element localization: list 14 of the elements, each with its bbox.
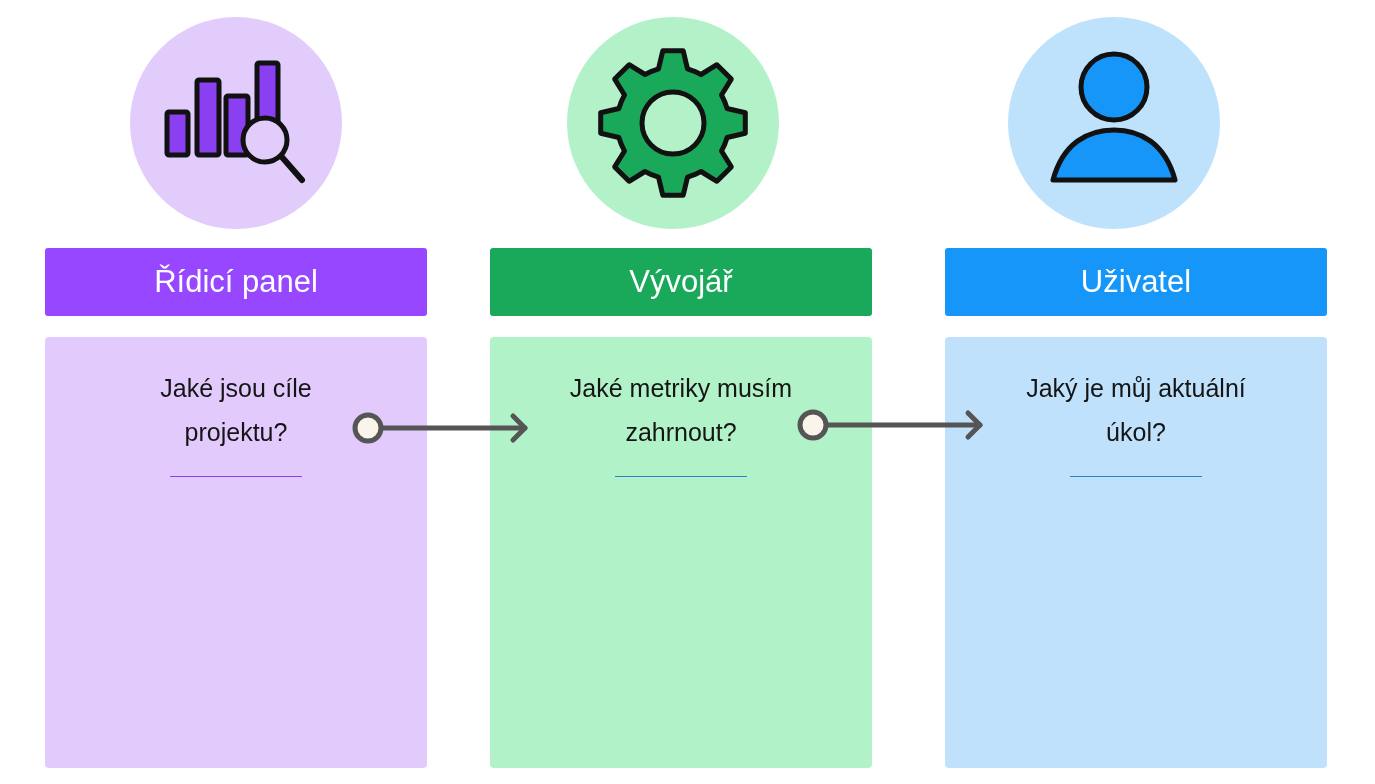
question-text: Jaký je můj aktuální úkol?	[1025, 373, 1247, 448]
question-panel	[45, 337, 427, 768]
question-text: Jaké jsou cíle projektu?	[159, 373, 313, 448]
question-panel	[490, 337, 872, 768]
question-text: Jaké metriky musím zahrnout?	[568, 373, 794, 448]
user-icon	[1008, 17, 1220, 229]
column-header: Vývojář	[490, 248, 872, 316]
column-header: Řídicí panel	[45, 248, 427, 316]
arrow	[352, 412, 528, 444]
bar-chart-search-icon	[130, 17, 342, 229]
arrow	[797, 409, 983, 441]
column-header: Uživatel	[945, 248, 1327, 316]
gear-icon	[567, 17, 779, 229]
question-panel	[945, 337, 1327, 768]
